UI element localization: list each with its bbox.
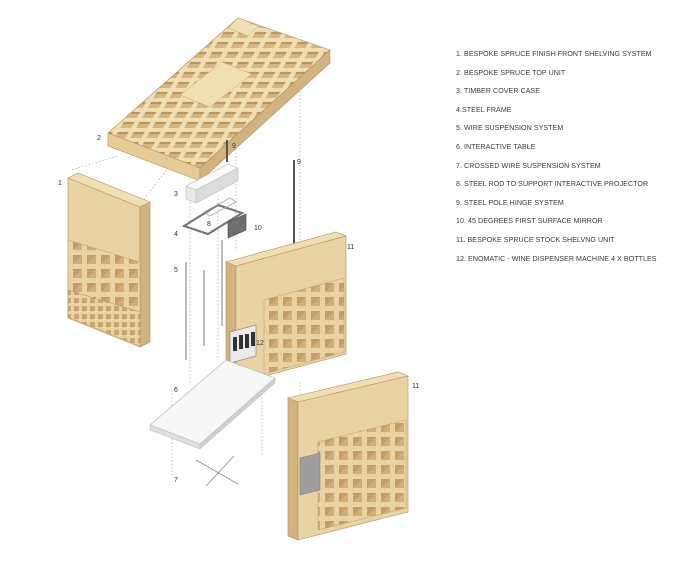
label-part-9b: 9 [297,159,301,166]
legend-item: 1. BESPOKE SPRUCE FINISH FRONT SHELVING … [456,50,652,58]
label-part-3: 3 [174,191,178,198]
legend-item: 4.STEEL FRAME [456,105,512,114]
label-part-6: 6 [174,387,178,394]
label-part-2: 2 [97,135,101,142]
steel-frame-inner [203,197,237,217]
stock-shelving-unit-lower [287,371,409,541]
label-part-4: 4 [174,231,178,238]
legend-item: 9. STEEL POLE HINGE SYSTEM [456,198,564,207]
part-number-labels: 1 2 3 4 5 6 7 8 9 9 10 11 11 12 [58,135,419,484]
mirror [227,213,247,239]
label-part-11a: 11 [347,244,354,251]
legend-item: 7. CROSSED WIRE SUSPENSION SYSTEM [456,161,601,170]
label-part-1: 1 [58,180,62,187]
legend-item: 8. STEEL ROD TO SUPPORT INTERACTIVE PROJ… [456,180,649,189]
label-part-11b: 11 [412,383,419,390]
interactive-table [149,359,276,450]
label-part-7: 7 [174,477,178,484]
label-part-9a: 9 [232,143,236,150]
steel-poles [226,140,295,246]
legend-item: 6. INTERACTIVE TABLE [456,142,536,151]
label-part-5: 5 [174,267,178,274]
legend-item: 3. TIMBER COVER CASE [456,87,541,96]
legend-item: 11. BESPOKE SPRUCE STOCK SHELVNG UNIT [456,235,615,244]
label-part-8: 8 [207,221,211,228]
label-part-10: 10 [254,225,262,232]
timber-cover-case [185,163,239,204]
legend-item: 12. ENOMATIC - WINE DISPENSER MACHINE 4 … [456,254,657,263]
wine-dispenser [229,324,257,364]
front-shelving-unit [67,172,151,348]
legend-item: 10. 45 DEGREES FIRST SURFACE MIRROR [456,217,603,226]
crossed-wires [195,455,239,487]
legend-list: 1. BESPOKE SPRUCE FINISH FRONT SHELVING … [456,49,676,272]
steel-frame [181,203,245,236]
label-part-12: 12 [256,340,264,347]
top-unit [107,17,331,182]
stock-shelving-unit-upper [225,231,347,385]
legend-item: 5. WIRE SUSPENSION SYSTEM [456,124,564,133]
legend-item: 2. BESPOKE SPRUCE TOP UNIT [456,68,566,77]
wire-suspension [185,240,231,360]
